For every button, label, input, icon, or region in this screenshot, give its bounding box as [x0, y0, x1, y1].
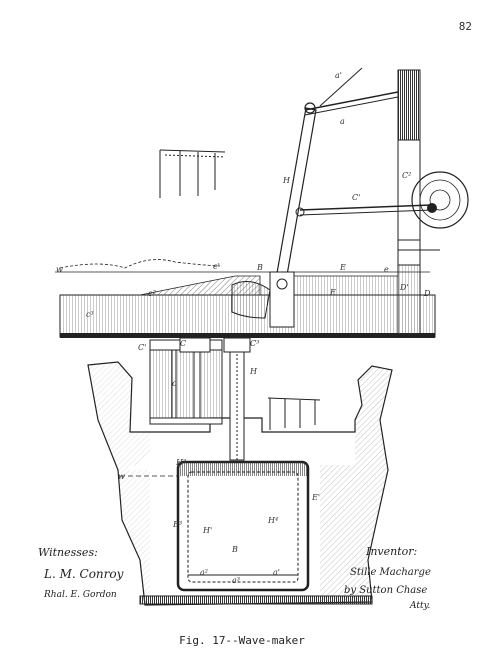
- witnesses-block: Witnesses: L. M. Conroy Rhal. E. Gordon: [38, 546, 124, 600]
- label-h-lower: H: [249, 367, 258, 376]
- label-e-lower-upper: E: [329, 288, 336, 297]
- label-e-wall: e: [384, 265, 389, 274]
- inventor-signature-1: Stille Macharge: [350, 567, 431, 578]
- witness-signature-1: L. M. Conroy: [43, 567, 124, 581]
- upper-labels: a' a C² H C' w e' B E e D' D e² c³ E: [56, 71, 431, 319]
- label-h3: H³: [175, 458, 186, 467]
- label-c3: c³: [86, 310, 94, 319]
- witness-signature-2: Rhal. E. Gordon: [43, 590, 117, 600]
- label-a: a: [340, 117, 345, 126]
- label-d-prime: D': [399, 283, 409, 292]
- label-b-upper: B: [256, 263, 263, 272]
- inventor-signature-3: Atty.: [409, 601, 430, 611]
- small-bracket-detail: [159, 149, 226, 198]
- crank-wheel: [411, 171, 469, 229]
- upper-figure: [55, 67, 469, 338]
- label-b-tank: B: [231, 545, 238, 554]
- label-e-prime: e': [213, 262, 220, 271]
- label-c-prime-lower: C': [138, 343, 146, 352]
- inventor-block: Inventor: Stille Macharge by Sutton Chas…: [344, 545, 431, 611]
- figure-caption: Fig. 17--Wave-maker: [179, 634, 305, 647]
- label-c-prime-upper: C': [352, 193, 360, 202]
- lower-labels: C' C C³ c H w H³ E' E³ H' H⁴ B a² a³ a': [118, 339, 320, 585]
- label-d: D: [423, 289, 431, 298]
- inventor-heading: Inventor:: [365, 545, 417, 558]
- label-c3-lower: C³: [250, 339, 259, 348]
- label-c-small: c: [172, 379, 177, 388]
- inventor-signature-2: by Sutton Chase: [344, 585, 427, 596]
- label-c-lower: C: [180, 339, 186, 348]
- lower-figure: [87, 337, 393, 606]
- label-w-lower: w: [118, 472, 125, 481]
- label-a-prime: a': [335, 71, 342, 80]
- wave-chamber: [176, 460, 310, 592]
- label-a-small: a': [273, 568, 280, 577]
- page-number: 82: [458, 20, 472, 33]
- witnesses-heading: Witnesses:: [38, 546, 98, 559]
- label-e-prime: E': [311, 493, 320, 502]
- right-wall: [397, 69, 421, 141]
- label-e3: E³: [172, 520, 182, 529]
- label-h-upper: H: [282, 176, 291, 185]
- label-e-upper: E: [339, 263, 346, 272]
- label-h4: H⁴: [267, 516, 278, 525]
- label-h-prime: H': [202, 526, 212, 535]
- label-e2: e²: [148, 289, 156, 298]
- label-c2: C²: [402, 171, 411, 180]
- label-w-left: w: [56, 265, 63, 274]
- label-a2: a²: [200, 568, 208, 577]
- label-a3: a³: [232, 576, 240, 585]
